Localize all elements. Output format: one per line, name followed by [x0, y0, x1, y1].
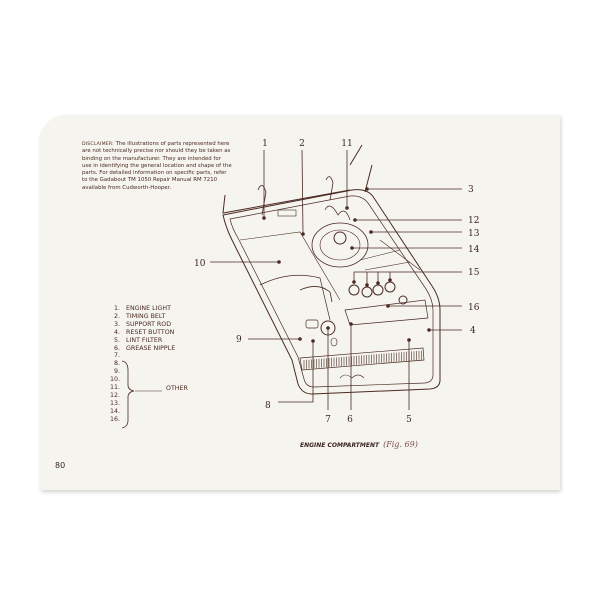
legend-number: 5. [113, 336, 120, 344]
other-label: OTHER [166, 385, 188, 392]
legend-label: LINT FILTER [126, 336, 163, 344]
callout-13: 13 [468, 229, 480, 239]
legend-label: SUPPORT ROD [126, 320, 172, 328]
callout-3: 3 [468, 185, 474, 195]
caption-title: ENGINE COMPARTMENT [300, 442, 380, 449]
disclaimer: DISCLAIMER: The illustrations of parts r… [82, 141, 232, 192]
legend-item: 2. TIMING BELT [106, 313, 175, 321]
legend-label: TIMING BELT [126, 312, 166, 320]
legend-number: 2. [113, 312, 120, 320]
callout-9: 9 [236, 335, 242, 345]
disclaimer-text: The illustrations of parts represented h… [82, 141, 232, 191]
legend-item: 9. [106, 368, 175, 376]
legend-item: 3. SUPPORT ROD [106, 321, 175, 329]
figure-caption: ENGINE COMPARTMENT(Fig. 69) [300, 440, 418, 449]
callout-2: 2 [299, 139, 305, 149]
legend-number: 16. [109, 415, 120, 423]
callout-7: 7 [325, 415, 331, 425]
callout-5: 5 [406, 415, 412, 425]
legend-item: 8. [106, 360, 175, 368]
legend-number: 14. [109, 407, 120, 415]
legend-number: 1. [113, 305, 120, 312]
legend-number: 10. [109, 376, 120, 384]
callout-12: 12 [468, 216, 479, 226]
legend-number: 13. [109, 399, 120, 407]
disclaimer-lead: DISCLAIMER: [82, 142, 114, 147]
legend-number: 11. [109, 384, 120, 392]
callout-11: 11 [341, 139, 352, 149]
legend-number: 8. [113, 360, 120, 368]
grille [303, 350, 422, 369]
legend-item: 16. [106, 416, 175, 424]
legend-item: 6. GREASE NIPPLE [106, 345, 175, 353]
legend-number: 9. [113, 368, 120, 376]
caption-fig: (Fig. 69) [383, 440, 418, 449]
legend-number: 4. [113, 328, 120, 336]
legend-number: 6. [113, 344, 120, 352]
legend-number: 12. [109, 391, 120, 399]
legend-item: 10. [106, 376, 175, 384]
callout-6: 6 [347, 415, 353, 425]
lid-frame [222, 189, 351, 214]
legend-label: GREASE NIPPLE [126, 344, 176, 352]
callout-16: 16 [468, 303, 480, 313]
page-number: 80 [55, 461, 66, 470]
legend-item: 7. [106, 352, 175, 360]
callout-10: 10 [194, 259, 206, 269]
legend-item: 5. LINT FILTER [106, 337, 175, 345]
legend-item: 1. ENGINE LIGHT [106, 305, 175, 313]
legend-number: 3. [113, 320, 120, 328]
callout-8: 8 [265, 401, 271, 411]
legend-item: 13. [106, 400, 175, 408]
callout-1: 1 [262, 139, 268, 149]
legend-item: 11. [106, 384, 175, 392]
parts-legend: 1. ENGINE LIGHT 2. TIMING BELT 3. SUPPORT ROD… [106, 305, 175, 424]
callout-4: 4 [470, 326, 476, 336]
callout-14: 14 [468, 245, 480, 255]
callout-15: 15 [468, 268, 480, 278]
body-outline [222, 189, 441, 395]
legend-item: 12. [106, 392, 175, 400]
legend-label: ENGINE LIGHT [126, 305, 171, 312]
legend-item: 4. RESET BUTTON [106, 329, 175, 337]
legend-number: 7. [113, 352, 120, 360]
legend-label: RESET BUTTON [126, 328, 175, 336]
legend-item: 14. [106, 408, 175, 416]
